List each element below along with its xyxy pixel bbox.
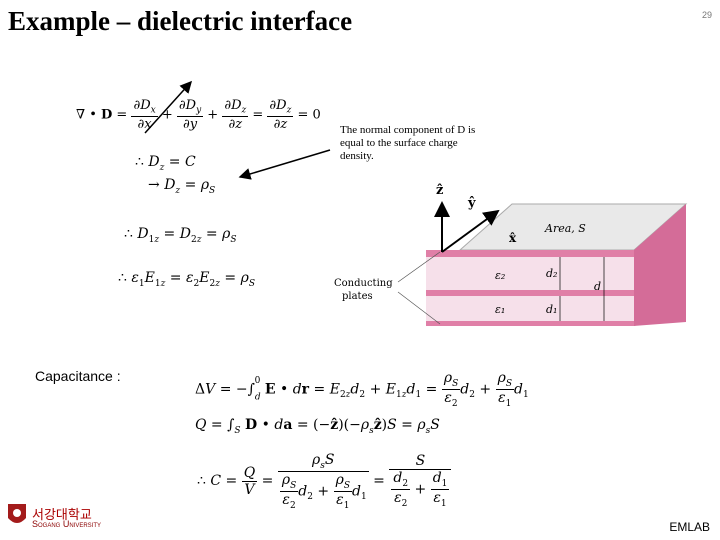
eps-e-equation: ∴ ε1E1z = ε2E2z = ρS bbox=[118, 270, 255, 289]
interface-band bbox=[426, 290, 634, 296]
epsilon-1-label: ε₁ bbox=[495, 303, 505, 316]
d1z-d2z-equation: ∴ D1z = D2z = ρS bbox=[124, 226, 237, 245]
side-face bbox=[634, 204, 686, 326]
conducting-plates-label-line2: plates bbox=[342, 291, 373, 302]
footer-label: EMLAB bbox=[669, 520, 710, 534]
epsilon-2-label: ε₂ bbox=[495, 269, 505, 282]
area-label: Area, S bbox=[544, 222, 586, 235]
university-seal-icon bbox=[8, 504, 26, 523]
arrow-up-right bbox=[144, 80, 193, 134]
dz-rho-equation: → Dz = ρS bbox=[148, 177, 216, 196]
d2-label: d₂ bbox=[546, 267, 557, 280]
logo-english-name: Sogang University bbox=[32, 519, 102, 529]
d-label: d bbox=[594, 280, 601, 293]
sogang-university-logo: 서강대학교 Sogang University bbox=[6, 502, 126, 532]
dielectric-layer-2 bbox=[426, 257, 634, 290]
slide-title: Example – dielectric interface bbox=[8, 6, 353, 36]
z-axis-label: ẑ bbox=[436, 183, 443, 198]
bottom-conducting-plate bbox=[426, 321, 634, 326]
capacitor-figure: ẑ ŷ x̂ Area, S ε₂ ε₁ d₂ d₁ d Conducting … bbox=[334, 183, 688, 326]
y-axis-label: ŷ bbox=[467, 196, 476, 211]
page-number: 29 bbox=[701, 10, 712, 20]
x-axis-label: x̂ bbox=[509, 231, 517, 245]
y-axis-arrow bbox=[441, 209, 500, 253]
leader-bottom-plate bbox=[397, 291, 441, 325]
d1-label: d₁ bbox=[546, 303, 557, 316]
conducting-plates-label-line1: Conducting bbox=[334, 278, 393, 289]
leader-top-plate bbox=[397, 251, 441, 283]
dz-constant-equation: ∴ Dz = C bbox=[135, 154, 196, 173]
divergence-equation: ∇ • D = ∂Dx∂x + ∂Dy∂y + ∂Dz∂z = ∂Dz∂z = … bbox=[76, 98, 321, 132]
arrow-to-dz-rho bbox=[238, 149, 331, 180]
capacitance-label: Capacitance : bbox=[35, 368, 121, 384]
top-conducting-plate bbox=[426, 250, 634, 257]
charge-equation: Q = ∫S D • da = (−ẑ)(−ρsẑ)S = ρsS bbox=[195, 417, 440, 436]
normal-component-note: The normal component of D is equal to th… bbox=[340, 124, 476, 162]
dielectric-layer-1 bbox=[426, 296, 634, 321]
logo-korean-name: 서강대학교 bbox=[32, 508, 92, 523]
